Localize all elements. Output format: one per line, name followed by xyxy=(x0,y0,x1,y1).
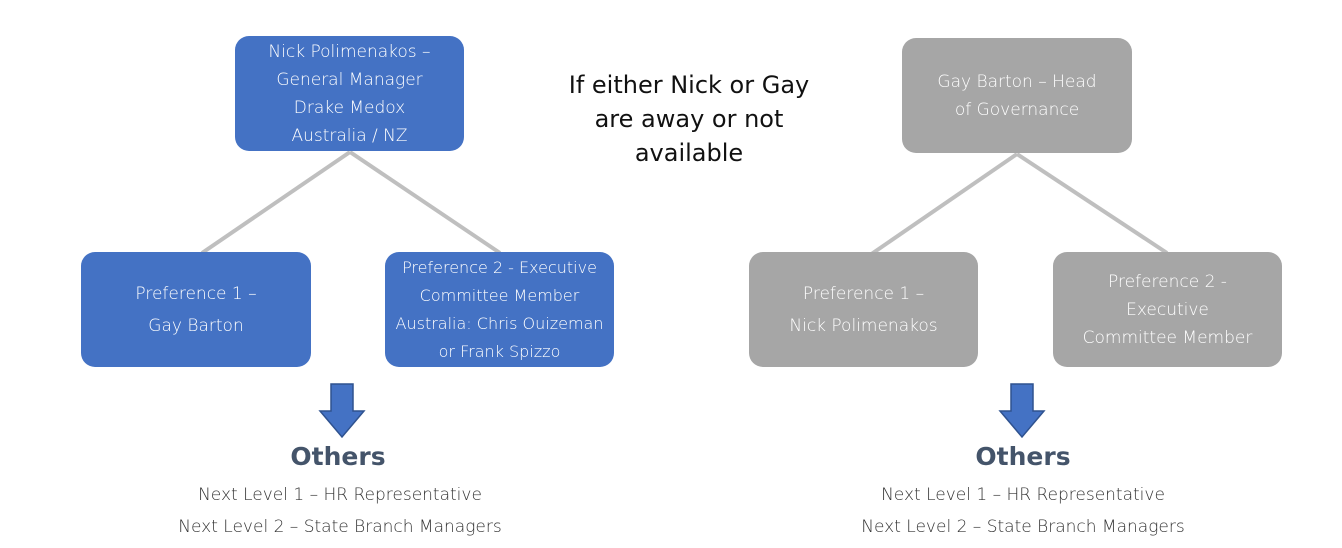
right-next-level-2: Next Level 2 – State Branch Managers xyxy=(861,517,1185,537)
connector-left-root-to-pref2 xyxy=(348,150,502,255)
left-others-title: Others xyxy=(290,442,386,471)
left-pref2-line-1: Preference 2 - Executive xyxy=(402,257,597,277)
right-root-line-1: Gay Barton – Head xyxy=(937,71,1097,92)
right-pref1-line-2: Nick Polimenakos xyxy=(789,315,938,336)
left-pref1-line-2: Gay Barton xyxy=(148,315,244,336)
connector-right-root-to-pref1 xyxy=(868,152,1019,257)
right-root-node: Gay Barton – Head of Governance xyxy=(902,38,1132,153)
connector-right-root-to-pref2 xyxy=(1015,152,1169,255)
availability-note: If either Nick or Gay are away or not av… xyxy=(560,68,818,170)
left-root-line-1: Nick Polimenakos – xyxy=(268,41,431,62)
left-pref1-node: Preference 1 – Gay Barton xyxy=(81,252,311,367)
left-next-level-1: Next Level 1 – HR Representative xyxy=(198,485,482,505)
availability-note-line-3: available xyxy=(634,139,744,167)
left-pref2-line-3: Australia: Chris Ouizeman xyxy=(395,313,604,333)
right-pref2-node: Preference 2 - Executive Committee Membe… xyxy=(1053,252,1282,367)
right-down-arrow-icon xyxy=(998,383,1046,439)
left-root-line-3: Drake Medox xyxy=(293,97,406,118)
right-pref1-node: Preference 1 – Nick Polimenakos xyxy=(749,252,978,367)
right-next-level-1: Next Level 1 – HR Representative xyxy=(881,485,1165,505)
right-pref2-line-2: Executive xyxy=(1126,299,1209,320)
left-root-node: Nick Polimenakos – General Manager Drake… xyxy=(235,36,464,151)
right-pref2-line-1: Preference 2 - xyxy=(1108,271,1227,292)
left-pref1-line-1: Preference 1 – xyxy=(135,283,257,304)
connector-left-root-to-pref1 xyxy=(200,150,352,255)
right-root-line-2: of Governance xyxy=(954,99,1080,120)
availability-note-line-2: are away or not xyxy=(594,105,784,133)
right-pref2-line-3: Committee Member xyxy=(1082,327,1253,348)
right-others-title: Others xyxy=(975,442,1071,471)
left-root-line-4: Australia / NZ xyxy=(291,125,408,146)
left-pref2-line-4: or Frank Spizzo xyxy=(438,341,561,361)
left-next-level-2: Next Level 2 – State Branch Managers xyxy=(178,517,502,537)
availability-note-line-1: If either Nick or Gay xyxy=(568,71,810,99)
left-root-line-2: General Manager xyxy=(276,69,423,90)
right-pref1-line-1: Preference 1 – xyxy=(802,283,925,304)
left-pref2-line-2: Committee Member xyxy=(419,285,580,305)
left-pref2-node: Preference 2 - Executive Committee Membe… xyxy=(385,252,614,367)
left-down-arrow-icon xyxy=(318,383,366,439)
